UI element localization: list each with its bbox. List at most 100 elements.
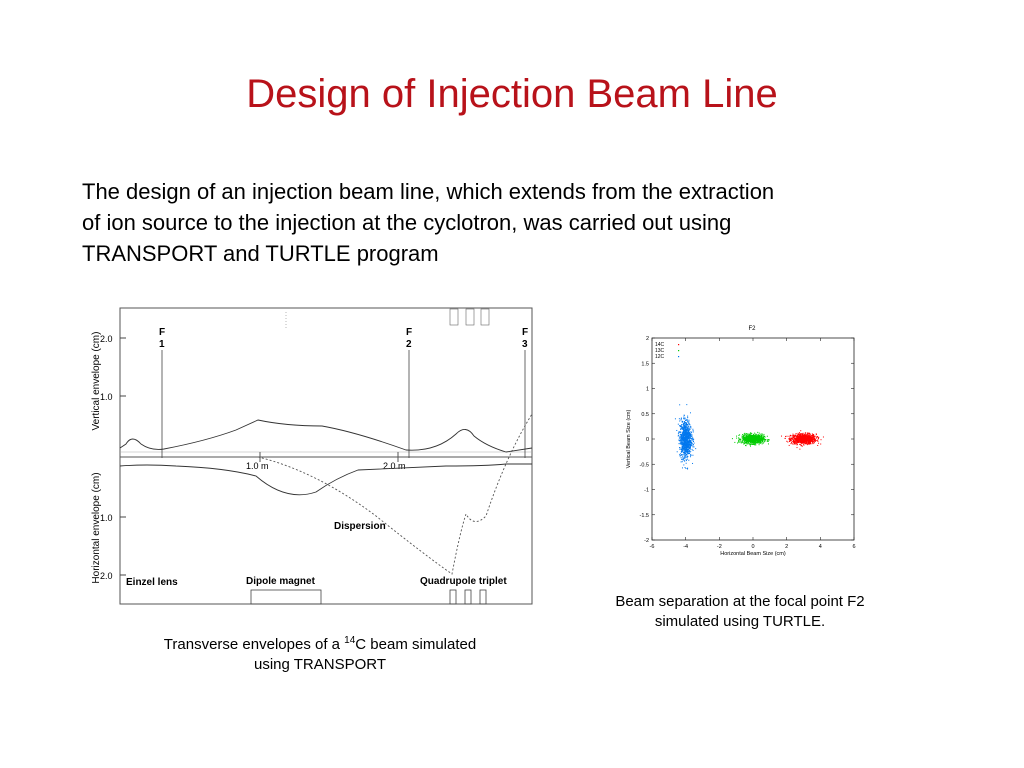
scatter-point — [814, 437, 816, 439]
scatter-point — [680, 418, 682, 420]
scatter-point — [754, 442, 756, 444]
scatter-point — [755, 444, 757, 446]
scatter-point — [683, 430, 685, 432]
scatter-point — [686, 435, 688, 437]
scatter-point — [686, 432, 688, 434]
scatter-point — [683, 441, 685, 443]
scatter-point — [760, 437, 762, 439]
scatter-point — [682, 427, 684, 429]
scatter-point — [764, 436, 766, 438]
scatter-point — [685, 450, 687, 452]
scatter-point — [690, 427, 692, 429]
scatter-point — [799, 432, 801, 434]
scatter-point — [680, 437, 682, 439]
scatter-point — [687, 445, 689, 447]
scatter-point — [746, 433, 748, 435]
scatter-point — [685, 419, 687, 421]
scatter-point — [680, 424, 682, 426]
scatter-point — [680, 426, 682, 428]
scatter-point — [802, 437, 804, 439]
scatter-point — [795, 439, 797, 441]
scatter-point — [749, 444, 751, 446]
scatter-point — [751, 437, 753, 439]
scatter-point — [756, 437, 758, 439]
scatter-point — [684, 428, 686, 430]
scatter-point — [767, 443, 769, 445]
scatter-point — [686, 449, 688, 451]
scatter-point — [811, 440, 813, 442]
scatter-point — [688, 428, 690, 430]
scatter-point — [682, 438, 684, 440]
scatter-point — [803, 444, 805, 446]
scatter-point — [685, 448, 687, 450]
scatter-point — [685, 446, 687, 448]
scatter-point — [809, 442, 811, 444]
scatter-point — [743, 440, 745, 442]
scatter-point — [685, 442, 687, 444]
scatter-point — [805, 435, 807, 437]
scatter-point — [801, 442, 803, 444]
horizontal-axis-label: Horizontal envelope (cm) — [91, 472, 102, 583]
scatter-point — [691, 431, 693, 433]
scatter-point — [683, 423, 685, 425]
scatter-point — [680, 454, 682, 456]
scatter-point — [689, 450, 691, 452]
scatter-point — [746, 443, 748, 445]
scatter-point — [679, 437, 681, 439]
scatter-point — [685, 462, 687, 464]
scatter-point — [806, 444, 808, 446]
scatter-point — [759, 440, 761, 442]
scatter-point — [745, 441, 747, 443]
scatter-point — [759, 439, 761, 441]
scatter-point — [813, 434, 815, 436]
scatter-point — [793, 440, 795, 442]
scatter-point — [798, 433, 800, 435]
scatter-point — [686, 449, 688, 451]
scatter-point — [787, 441, 789, 443]
right-caption-line-1: Beam separation at the focal point F2 — [615, 593, 865, 610]
scatter-point — [761, 436, 763, 438]
scatter-point — [685, 440, 687, 442]
scatter-point — [800, 442, 802, 444]
scatter-point — [754, 435, 756, 437]
scatter-point — [806, 438, 808, 440]
scatter-point — [749, 441, 751, 443]
scatter-point — [681, 451, 683, 453]
scatter-point — [683, 450, 685, 452]
scatter-point — [753, 436, 755, 438]
scatter-point — [687, 425, 689, 427]
scatter-point — [760, 439, 762, 441]
scatter-point — [754, 432, 756, 434]
scatter-point — [804, 437, 806, 439]
scatter-point — [812, 438, 814, 440]
scatter-point — [762, 440, 764, 442]
scatter-point — [684, 438, 686, 440]
scatter-point — [692, 444, 694, 446]
scatter-point — [809, 439, 811, 441]
scatter-point — [806, 436, 808, 438]
scatter-point — [795, 438, 797, 440]
scatter-point — [805, 438, 807, 440]
scatter-point — [736, 435, 738, 437]
scatter-point — [684, 451, 686, 453]
scatter-point — [683, 422, 685, 424]
scatter-point — [749, 440, 751, 442]
scatter-point — [687, 437, 689, 439]
scatter-point — [686, 420, 688, 422]
scatter-point — [813, 441, 815, 443]
scatter-point — [814, 440, 816, 442]
svg-text:F: F — [159, 327, 165, 338]
scatter-point — [799, 441, 801, 443]
scatter-point — [756, 433, 758, 435]
scatter-point — [680, 461, 682, 463]
scatter-point — [805, 442, 807, 444]
scatter-point — [807, 437, 809, 439]
scatter-point — [752, 435, 754, 437]
scatter-point — [800, 445, 802, 447]
scatter-point — [741, 437, 743, 439]
scatter-point — [690, 454, 692, 456]
scatter-point — [808, 439, 810, 441]
scatter-point — [682, 439, 684, 441]
scatter-point — [744, 435, 746, 437]
scatter-point — [679, 441, 681, 443]
